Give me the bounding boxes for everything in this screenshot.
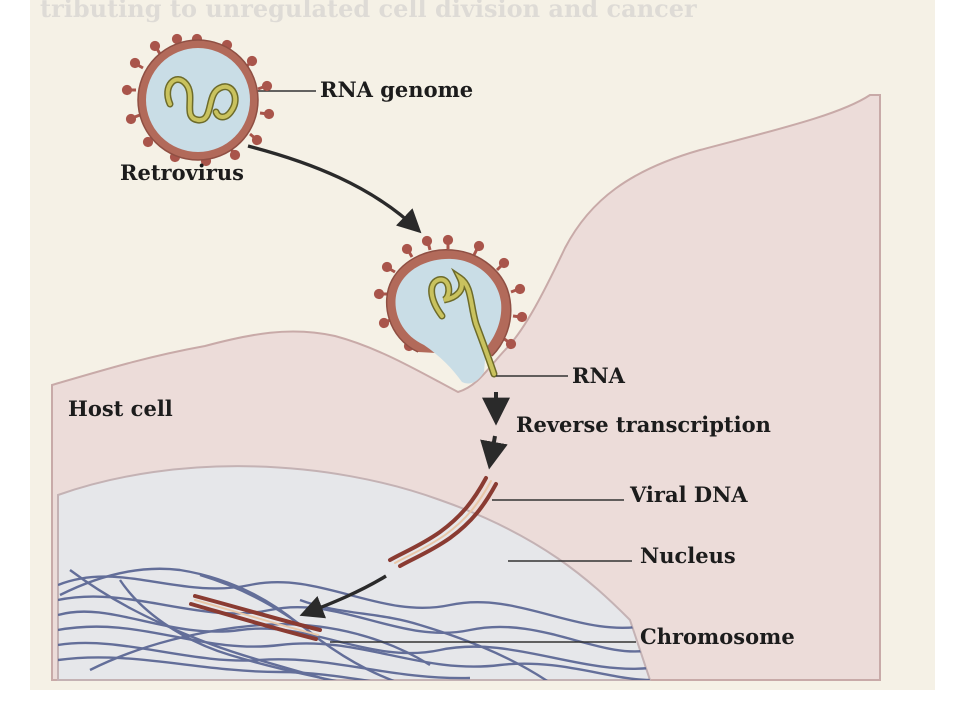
label-retrovirus: Retrovirus	[120, 160, 244, 185]
free-retrovirus	[121, 33, 275, 167]
viral-dna-strands	[388, 476, 498, 568]
integrated-viral-dna	[189, 594, 322, 641]
label-rna: RNA	[572, 363, 626, 388]
integration-arrow	[299, 574, 387, 619]
docking-retrovirus	[373, 234, 528, 384]
entry-arrow	[247, 144, 422, 234]
faint-header-text: tributing to unregulated cell division a…	[40, 0, 697, 23]
label-host-cell: Host cell	[68, 396, 173, 421]
reverse-transcription-arrow-2	[480, 435, 508, 470]
label-rna-genome: RNA genome	[320, 77, 473, 102]
label-viral-dna: Viral DNA	[629, 482, 748, 507]
label-reverse-transcription: Reverse transcription	[516, 412, 771, 437]
label-nucleus: Nucleus	[640, 543, 736, 568]
label-chromosome: Chromosome	[640, 624, 795, 649]
